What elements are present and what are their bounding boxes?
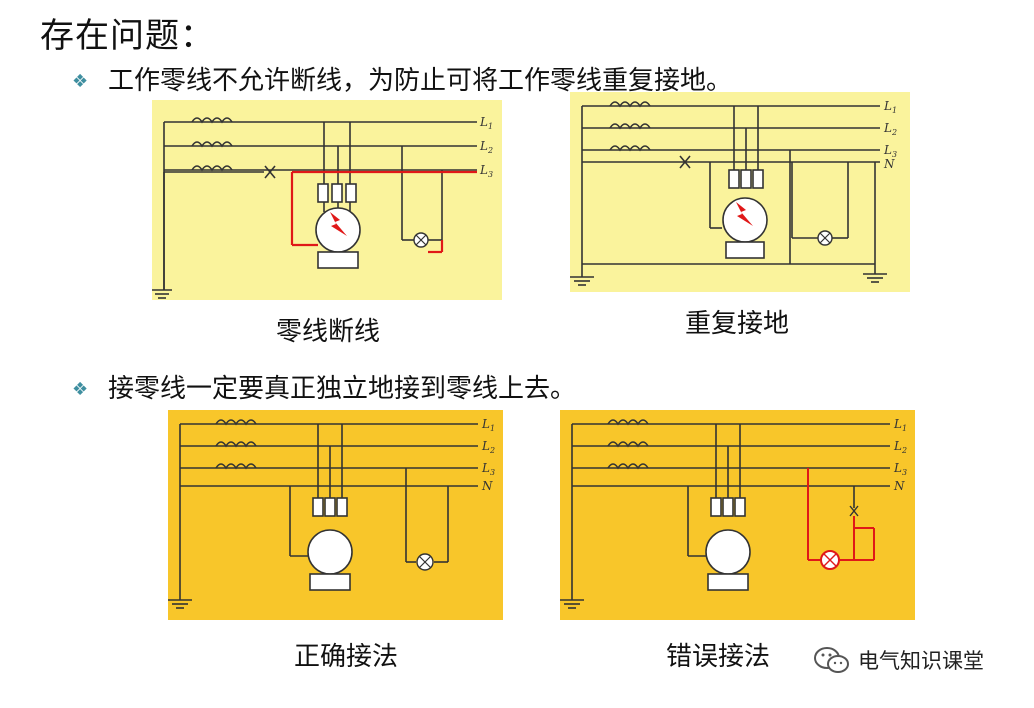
svg-text:N: N <box>893 479 905 493</box>
svg-text:L3: L3 <box>883 143 897 159</box>
lamp-icon <box>820 550 840 570</box>
bullet-broken-neutral: ❖ 工作零线不允许断线，为防止可将工作零线重复接地。 <box>72 60 732 97</box>
wechat-logo-icon <box>814 647 849 673</box>
lamp-icon <box>413 232 429 248</box>
svg-text:L1: L1 <box>481 417 495 433</box>
motor <box>307 529 353 591</box>
motor <box>705 529 751 591</box>
watermark-text: 电气知识课堂 <box>858 649 984 673</box>
svg-text:N: N <box>481 479 493 493</box>
break-mark-icon <box>264 165 276 179</box>
diagram-repeated-grounding: L1 L2 L3 N <box>570 92 910 292</box>
diamond-bullet-icon: ❖ <box>72 379 89 400</box>
lamp-icon <box>817 230 833 246</box>
fault-path <box>807 468 875 561</box>
fuse-group <box>728 169 764 189</box>
fuse-group <box>317 183 357 203</box>
break-mark-icon <box>679 155 691 169</box>
svg-text:L2: L2 <box>479 139 493 155</box>
diagram-broken-neutral: L1 L2 L3 <box>152 100 502 300</box>
svg-text:L1: L1 <box>893 417 907 433</box>
diamond-bullet-icon: ❖ <box>72 71 89 92</box>
caption-wrong-wiring: 错误接法 <box>665 642 770 672</box>
svg-text:N: N <box>883 157 895 171</box>
caption-repeated-grounding: 重复接地 <box>684 309 789 339</box>
fault-path <box>290 170 477 254</box>
svg-text:L2: L2 <box>883 121 897 137</box>
svg-text:L2: L2 <box>893 439 907 455</box>
break-mark-icon <box>849 505 859 517</box>
svg-text:L3: L3 <box>481 461 495 477</box>
bullet-text: 接零线一定要真正独立地接到零线上去。 <box>108 374 577 404</box>
bullet-text: 工作零线不允许断线，为防止可将工作零线重复接地。 <box>108 66 733 96</box>
fuse-group <box>710 497 746 517</box>
diagram-wrong-wiring: L1 L2 L3 N <box>560 410 915 620</box>
diagram-correct-wiring: L1 L2 L3 N <box>168 410 503 620</box>
page-title: 存在问题： <box>40 16 215 56</box>
lightning-icon <box>330 212 347 236</box>
svg-text:L1: L1 <box>479 115 493 131</box>
lightning-icon <box>736 202 753 226</box>
caption-correct-wiring: 正确接法 <box>293 642 398 672</box>
fuse-group <box>312 497 348 517</box>
caption-broken-neutral: 零线断线 <box>275 317 380 347</box>
lamp-icon <box>416 553 434 571</box>
svg-text:L3: L3 <box>479 163 493 179</box>
svg-text:L3: L3 <box>893 461 907 477</box>
watermark: 电气知识课堂 <box>812 645 984 675</box>
svg-text:L1: L1 <box>883 99 897 115</box>
svg-text:L2: L2 <box>481 439 495 455</box>
motor <box>722 197 768 259</box>
bullet-independent-neutral: ❖ 接零线一定要真正独立地接到零线上去。 <box>72 368 576 405</box>
panel-background <box>570 92 910 292</box>
